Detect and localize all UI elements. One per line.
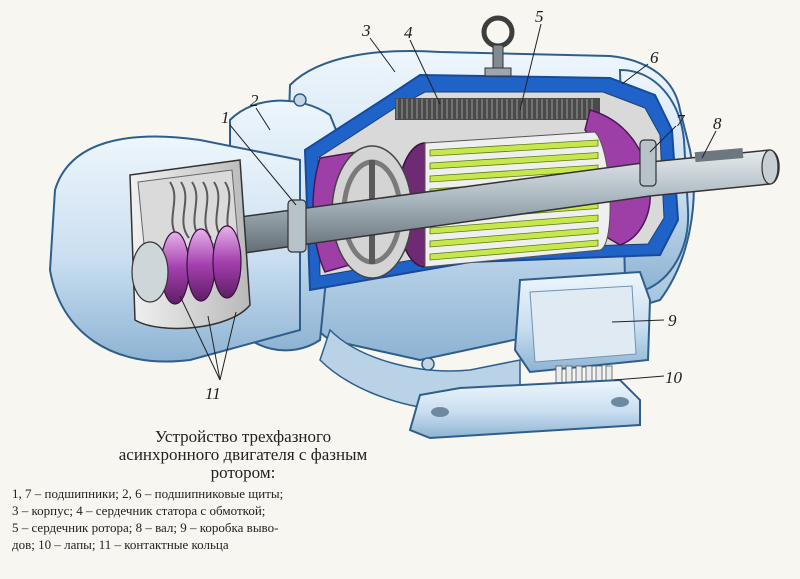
rotor-bar (429, 227, 599, 248)
leader-lines (179, 23, 717, 381)
callout-1: 1 (221, 108, 230, 127)
feet (408, 378, 641, 440)
lifting-eye (481, 15, 515, 77)
slip-rings (131, 225, 242, 305)
caption: Устройство трехфазного асинхронного двиг… (8, 428, 448, 553)
caption-legend: 1, 7 – подшипники; 2, 6 – подшипниковые … (8, 485, 448, 553)
callout-6: 6 (650, 48, 659, 67)
callout-11: 11 (205, 384, 221, 403)
callout-5: 5 (535, 7, 544, 26)
callout-3: 3 (362, 21, 371, 40)
shaft-end (131, 241, 169, 303)
callout-8: 8 (713, 114, 722, 133)
bearing-rear (639, 139, 657, 187)
bearing-front (287, 199, 307, 253)
rotor-bar (429, 139, 599, 157)
legend-line: 1, 7 – подшипники; 2, 6 – подшипниковые … (12, 486, 284, 501)
callout-7: 7 (676, 111, 685, 130)
stator-core (395, 98, 600, 120)
legend-line: 5 – сердечник ротора; 8 – вал; 9 – короб… (12, 520, 279, 535)
caption-title-line: Устройство трехфазного (154, 427, 332, 446)
terminal-box (513, 270, 652, 374)
rotor-bar (429, 214, 599, 235)
brush-lead (180, 181, 190, 239)
rotor-bar (429, 152, 599, 170)
rotor-bar (429, 239, 599, 261)
slip-ring (186, 228, 216, 302)
legend-line: 3 – корпус; 4 – сердечник статора с обмо… (12, 503, 266, 518)
caption-title-line: асинхронного двигателя с фазным (118, 445, 368, 464)
shaft (179, 148, 780, 263)
caption-title: Устройство трехфазного асинхронного двиг… (8, 428, 448, 482)
callout-2: 2 (250, 91, 259, 110)
caption-title-line: ротором: (210, 463, 276, 482)
legend-line: дов; 10 – лапы; 11 – контактные кольца (12, 537, 229, 552)
callout-4: 4 (404, 23, 413, 42)
slip-ring (212, 225, 242, 299)
callout-10: 10 (665, 368, 682, 387)
bolts (293, 93, 435, 371)
callout-9: 9 (668, 311, 677, 330)
